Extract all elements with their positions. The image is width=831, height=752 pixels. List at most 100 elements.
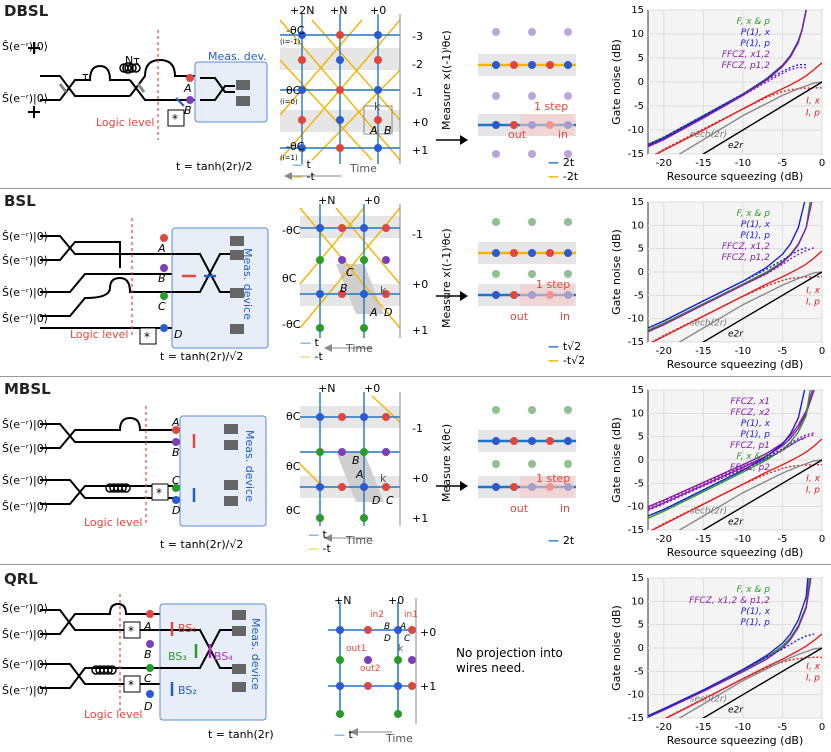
x-tick-label: -20 [656, 346, 672, 357]
bsl-lattice [299, 204, 401, 352]
theta-label: θC [286, 410, 301, 423]
x-tick-label: -20 [656, 722, 672, 733]
theta-label: θC [282, 272, 297, 285]
row-index-label: +1 [412, 512, 429, 525]
measure-label: Measure x((-1)ⁱθc) [440, 228, 453, 328]
time-label: Time [386, 732, 413, 745]
series-annotation: FFCZ, p1,2 [721, 253, 770, 263]
row-index-label: +0 [420, 626, 437, 639]
step-label: 1 step [536, 472, 571, 485]
node-label: D [172, 504, 181, 517]
theta-sub: (i=-1) [280, 38, 301, 46]
x-tick-label: -10 [735, 158, 751, 169]
node-label: B [384, 622, 391, 632]
x-tick-label: -10 [735, 346, 751, 357]
y-tick-label: 15 [631, 5, 644, 16]
y-tick-label: 10 [631, 408, 644, 419]
x-tick-label: -15 [695, 158, 711, 169]
node-label: D [384, 634, 391, 644]
formula: t = tanh(2r) [208, 728, 274, 741]
y-tick-label: 10 [631, 596, 644, 607]
mode-label: Ŝ(e⁻ʳ)|0⟩ [2, 286, 48, 299]
series-annotation: P(1), x [741, 220, 771, 230]
legend-label: t [306, 158, 311, 171]
measure-label: Measure x((-1)ⁱθc) [440, 30, 453, 130]
bsl-projection [478, 218, 576, 306]
logic-level-label: Logic level [84, 516, 143, 529]
series-annotation: I, x [806, 662, 820, 672]
meas-device-label: Meas. dev. [208, 50, 267, 63]
node-label: D [144, 700, 153, 713]
y-tick-label: -15 [628, 337, 644, 348]
series-annotation: sech(2r) [690, 130, 727, 140]
measure-arrow [436, 481, 468, 491]
row-bsl: BSL * Ŝ(e⁻ʳ)|0⟩ Ŝ(e⁻ʳ)|0⟩ Ŝ(e⁻ʳ)|0⟩ Ŝ(e⁻… [0, 188, 831, 376]
series-annotation: I, p [806, 298, 820, 308]
mode-label: Ŝ(e⁻ʳ)|0⟩ [2, 500, 48, 513]
y-tick-label: -10 [628, 314, 644, 325]
time-label: Time [350, 162, 377, 175]
meas-device-label: Meas. device [249, 618, 262, 690]
node-label: B [352, 454, 360, 467]
series-annotation: FFCZ, x1,2 [722, 50, 770, 60]
x-tick-label: -10 [735, 722, 751, 733]
y-axis-label: Gate noise (dB) [610, 417, 623, 503]
mbsl-projection [478, 406, 576, 498]
row-index-label: +0 [412, 472, 429, 485]
x-axis-label: Resource squeezing (dB) [667, 734, 804, 747]
y-tick-label: 15 [631, 197, 644, 208]
x-tick-label: -5 [777, 346, 787, 357]
series-annotation: sech(2r) [690, 695, 727, 705]
row-separator [0, 376, 831, 377]
node-label: C [172, 474, 180, 487]
node-label: B [144, 648, 152, 661]
series-line [650, 276, 822, 342]
x-tick-label: -15 [695, 534, 711, 545]
row-index-label: +1 [412, 324, 429, 337]
row-index-label: -1 [412, 86, 423, 99]
y-tick-label: 10 [631, 220, 644, 231]
series-line [648, 66, 807, 147]
theta-sub: (i=1) [280, 154, 298, 162]
mbsl-circuit: * [40, 406, 267, 527]
x-axis-label: Resource squeezing (dB) [667, 170, 804, 183]
mode-label: Ŝ(e⁻ʳ)|0⟩ [2, 628, 48, 641]
series-line [651, 438, 822, 530]
node-label: A [158, 242, 166, 255]
col-label: +2N [290, 4, 315, 17]
row-index-label: -3 [412, 30, 423, 43]
step-label: 1 step [534, 100, 569, 113]
x-tick-label: 0 [819, 346, 825, 357]
svg-text:*: * [156, 486, 162, 500]
node-label: A [184, 82, 192, 95]
col-label: +0 [388, 594, 405, 607]
in-label: in [560, 502, 571, 515]
series-annotation: P(1), p [740, 430, 770, 440]
node-label: A [144, 620, 152, 633]
mode-label: Ŝ(e⁻ʳ)|0⟩ [2, 418, 48, 431]
series-annotation: I, x [806, 286, 820, 296]
row-index-label: -2 [412, 58, 423, 71]
delay-label: Nτ [125, 54, 140, 67]
step-label: 1 step [536, 278, 571, 291]
node-label: A [172, 416, 180, 429]
mode-label: Ŝ(e⁻ʳ)|0⟩ [2, 92, 48, 105]
bs-label: BS₁ [178, 622, 197, 635]
x-axis-label: Resource squeezing (dB) [667, 546, 804, 559]
result-legend: 2t [562, 534, 575, 547]
svg-text:*: * [128, 624, 134, 638]
series-line [648, 10, 807, 148]
y-axis-label: Gate noise (dB) [610, 39, 623, 125]
series-annotation: e2r [728, 329, 744, 339]
y-axis-label: Gate noise (dB) [610, 605, 623, 691]
series-annotation: FFCZ, x1,2 & p1,2 [689, 596, 770, 606]
svg-text:*: * [128, 678, 134, 692]
theta-label: θC [286, 84, 301, 97]
series-annotation: FFCZ, x2 [730, 408, 770, 418]
series-annotation: F, x & p [736, 17, 770, 27]
delay-label: τ [82, 70, 89, 83]
series-line [651, 250, 822, 342]
y-tick-label: 0 [638, 267, 644, 278]
y-tick-label: 15 [631, 573, 644, 584]
measure-label: Measure x(θc) [440, 423, 453, 502]
